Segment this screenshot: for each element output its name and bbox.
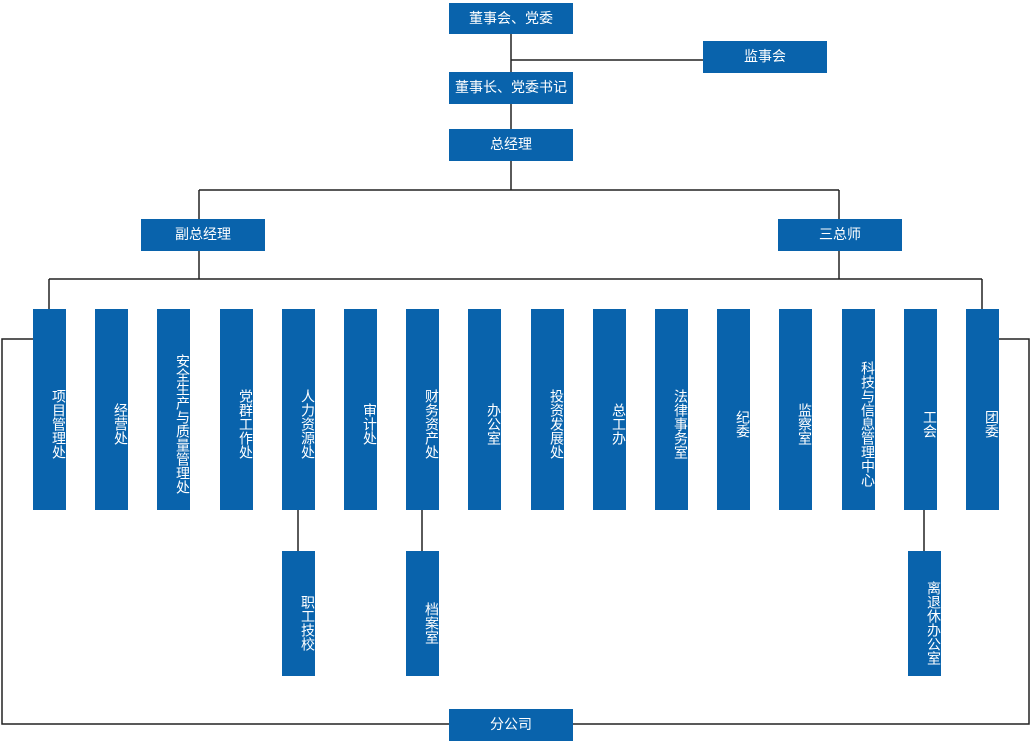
dept-discipline-committee: 纪委 bbox=[717, 309, 750, 510]
connector-branch-loop-right bbox=[573, 338, 1030, 725]
node-three-chiefs: 三总师 bbox=[778, 219, 902, 251]
dept-project-management: 项目管理处 bbox=[33, 309, 66, 510]
dept-chief-engineer-office: 总工办 bbox=[593, 309, 626, 510]
dept-office: 办公室 bbox=[468, 309, 501, 510]
dept-audit: 审计处 bbox=[344, 309, 377, 510]
dept-party-mass: 党群工作处 bbox=[220, 309, 253, 510]
dept-human-resources: 人力资源处 bbox=[282, 309, 315, 510]
node-branch: 分公司 bbox=[449, 709, 573, 741]
node-deputy-gm: 副总经理 bbox=[141, 219, 265, 251]
sub-retiree-office: 离退休办公室 bbox=[908, 551, 941, 676]
dept-safety-quality: 安全生产与质量管理处 bbox=[157, 309, 190, 510]
dept-technology-info-center: 科技与信息管理中心 bbox=[842, 309, 875, 510]
sub-staff-technical-school: 职工技校 bbox=[282, 551, 315, 676]
dept-finance-assets: 财务资产处 bbox=[406, 309, 439, 510]
dept-legal-affairs: 法律事务室 bbox=[655, 309, 688, 510]
sub-archive-room: 档案室 bbox=[406, 551, 439, 676]
node-board: 董事会、党委 bbox=[449, 3, 573, 34]
node-supervisory: 监事会 bbox=[703, 41, 827, 73]
dept-youth-league: 团委 bbox=[966, 309, 999, 510]
connector-branch-loop bbox=[1, 338, 449, 725]
node-chairman: 董事长、党委书记 bbox=[449, 72, 573, 104]
node-gm: 总经理 bbox=[449, 129, 573, 161]
dept-supervision: 监察室 bbox=[779, 309, 812, 510]
dept-labor-union: 工会 bbox=[904, 309, 937, 510]
dept-investment-development: 投资发展处 bbox=[531, 309, 564, 510]
dept-operations: 经营处 bbox=[95, 309, 128, 510]
